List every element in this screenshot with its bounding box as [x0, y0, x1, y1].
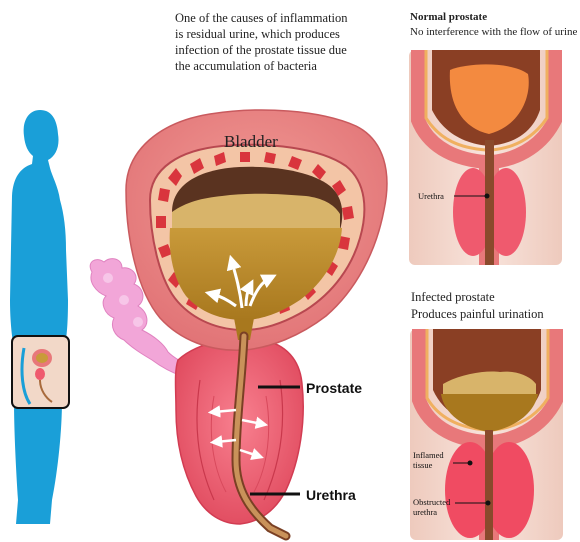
- normal-prostate-panel: Urethra: [409, 50, 562, 265]
- prostate-label: Prostate: [306, 380, 362, 396]
- inflamed-tissue-label-line2: tissue: [413, 460, 433, 470]
- bladder-label: Bladder: [224, 132, 278, 151]
- human-silhouette: [10, 110, 68, 524]
- infected-prostate-panel: Inflamed tissue Obstructed urethra: [410, 329, 563, 540]
- obstructed-urethra-label-line1: Obstructed: [413, 497, 451, 507]
- normal-urethra-label: Urethra: [418, 191, 444, 201]
- obstructed-urethra-label-line2: urethra: [413, 507, 437, 517]
- inflamed-tissue-label-line1: Inflamed: [413, 450, 444, 460]
- pelvis-inset-box: [12, 336, 69, 408]
- urethra-label: Urethra: [306, 487, 356, 503]
